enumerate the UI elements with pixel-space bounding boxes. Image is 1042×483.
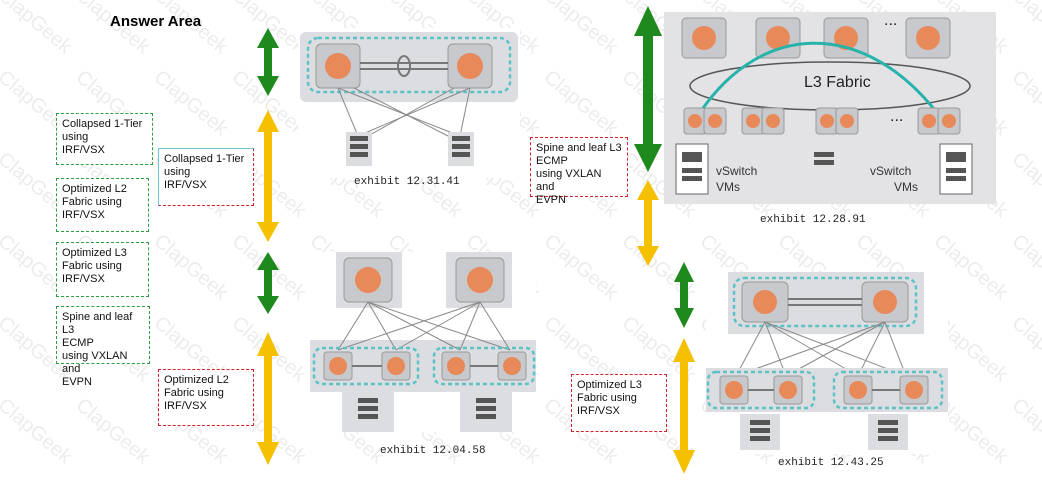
green-arrow-3 — [634, 6, 662, 172]
exhibit-12-28-91: L3 Fabric ... ... vSwitch VMs vSwitch VM… — [664, 12, 996, 204]
option-optimized-l3[interactable]: Optimized L3 Fabric using IRF/VSX — [56, 242, 149, 297]
leaf-ellipsis: ... — [890, 108, 904, 125]
exhibit-caption-4: exhibit 12.43.25 — [778, 457, 884, 469]
answer-slot-1[interactable]: Collapsed 1-Tier using IRF/VSX — [158, 148, 254, 206]
option-spine-leaf[interactable]: Spine and leaf L3 ECMP using VXLAN and E… — [56, 306, 150, 388]
green-arrow-2 — [257, 252, 279, 314]
exhibit-caption-1: exhibit 12.31.41 — [354, 176, 460, 188]
answer-slot-4[interactable]: Optimized L3 Fabric using IRF/VSX — [571, 374, 667, 432]
answer-area-title: Answer Area — [110, 13, 202, 30]
answer-slot-2[interactable]: Optimized L2 Fabric using IRF/VSX — [158, 369, 254, 426]
option-optimized-l2[interactable]: Optimized L2 Fabric using IRF/VSX — [56, 178, 149, 232]
option-collapsed-1-tier[interactable]: Collapsed 1-Tier using IRF/VSX — [56, 113, 153, 165]
exhibit-12-43-25 — [706, 272, 948, 454]
vms-label-left: VMs — [716, 180, 740, 194]
vswitch-label-left: vSwitch — [716, 164, 758, 178]
vswitch-label-right: vSwitch — [870, 164, 912, 178]
green-arrow-4 — [674, 262, 694, 328]
answer-slot-3[interactable]: Spine and leaf L3 ECMP using VXLAN and E… — [530, 137, 628, 206]
exhibit-12-31-41 — [298, 28, 520, 178]
yellow-arrow-2 — [257, 332, 279, 465]
exhibit-caption-3: exhibit 12.28.91 — [760, 214, 866, 226]
yellow-arrow-4 — [673, 338, 695, 474]
yellow-arrow-3 — [637, 180, 659, 266]
vms-label-right: VMs — [894, 180, 918, 194]
spine-ellipsis: ... — [884, 12, 898, 29]
exhibit-caption-2: exhibit 12.04.58 — [380, 445, 486, 457]
exhibit-12-04-58 — [310, 252, 536, 432]
yellow-arrow-1 — [257, 110, 279, 242]
green-arrow-1 — [257, 28, 279, 96]
l3-fabric-label: L3 Fabric — [804, 74, 871, 91]
